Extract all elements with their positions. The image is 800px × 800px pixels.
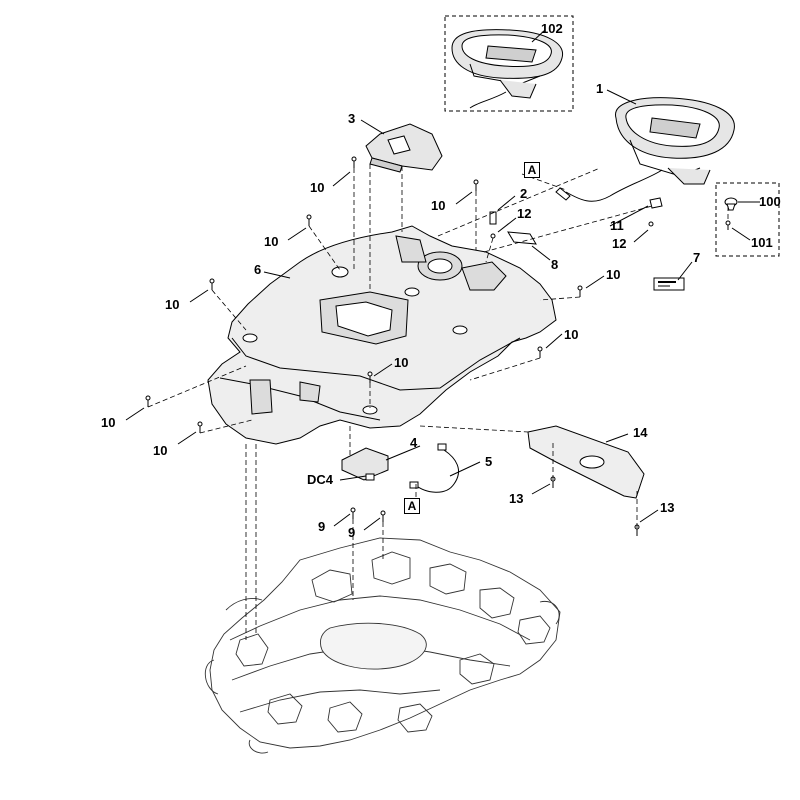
chassis-frame	[204, 537, 561, 754]
part-label-10: 10	[165, 297, 180, 312]
part-label-6: 6	[254, 262, 262, 277]
part-label-12: 12	[517, 206, 532, 221]
part-label-14: 14	[633, 425, 648, 440]
part-label-1: 1	[596, 81, 604, 96]
part-label-2: 2	[520, 186, 528, 201]
part-label-13: 13	[509, 491, 524, 506]
part-label-101: 101	[751, 235, 773, 250]
part-label-9: 9	[348, 525, 356, 540]
part-label-10: 10	[606, 267, 621, 282]
detail-box-100-101	[715, 182, 780, 257]
display-unit-1	[615, 97, 735, 185]
part-label-13: 13	[660, 500, 675, 515]
leader-lines	[125, 29, 760, 531]
alignment-lines	[147, 164, 729, 640]
part-label-10: 10	[264, 234, 279, 249]
label-7	[653, 277, 685, 291]
part-label-102: 102	[541, 21, 563, 36]
cover-plate-14	[527, 425, 645, 499]
part-label-10: 10	[431, 198, 446, 213]
part-label-11: 11	[610, 218, 624, 233]
screw-101	[725, 220, 731, 226]
connector-marker-a: A	[404, 498, 420, 514]
cable-5	[409, 443, 459, 493]
part-label-10: 10	[101, 415, 116, 430]
part-label-8: 8	[551, 257, 559, 272]
part-label-7: 7	[693, 250, 701, 265]
detail-box-102	[444, 15, 574, 112]
display-unit-102	[451, 29, 564, 109]
cable-a	[555, 169, 663, 202]
part-label-3: 3	[348, 111, 356, 126]
cover-6	[207, 225, 557, 445]
clip-11	[648, 197, 663, 227]
part-label-10: 10	[153, 443, 168, 458]
part-label-4: 4	[410, 435, 418, 450]
part-label-5: 5	[485, 454, 493, 469]
part-label-10: 10	[564, 327, 579, 342]
pin-2	[489, 211, 497, 239]
part-label-10: 10	[394, 355, 409, 370]
part-label-9: 9	[318, 519, 326, 534]
part-label-10: 10	[310, 180, 325, 195]
part-label-100: 100	[759, 194, 781, 209]
deflector-3	[365, 123, 443, 173]
circuit-board-4	[341, 447, 389, 481]
screws	[145, 156, 640, 536]
connector-marker-a: A	[524, 162, 540, 178]
gasket-8	[507, 231, 537, 245]
part-label-dc4: DC4	[307, 472, 334, 487]
part-label-12: 12	[612, 236, 627, 251]
